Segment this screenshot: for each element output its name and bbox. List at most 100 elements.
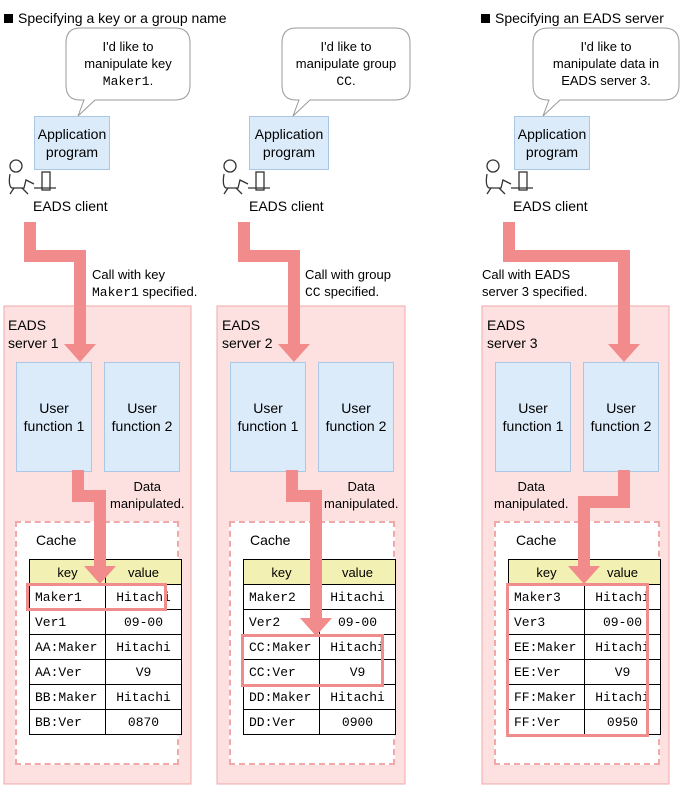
- key-code: Maker1: [92, 285, 139, 300]
- key-cell: Ver1: [29, 609, 106, 635]
- app-label: Application program: [254, 126, 324, 160]
- bubble-line: I'd like to: [580, 39, 632, 54]
- bubble-suffix: .: [149, 73, 154, 88]
- value-cell: Hitachi: [105, 684, 182, 710]
- call-line: Call with EADS: [482, 267, 571, 282]
- bubble-text-1: I'd like to manipulate key Maker1.: [66, 38, 190, 90]
- key-cell: Ver2: [243, 609, 320, 635]
- user-function-label: User function 1: [23, 400, 85, 434]
- data-manipulated-text-3: Data manipulated.: [494, 478, 568, 512]
- group-code: CC: [305, 285, 321, 300]
- key-cell: FF:Maker: [508, 684, 585, 710]
- key-cell: DD:Ver: [243, 709, 320, 735]
- value-cell: Hitachi: [319, 584, 396, 610]
- value-cell: 09-00: [319, 609, 396, 635]
- person-computer-icon-1: [8, 159, 56, 195]
- key-cell: Maker1: [29, 584, 106, 610]
- call-text-3: Call with EADS server 3 specified.: [482, 266, 588, 300]
- bubble-line: EADS server 3.: [561, 73, 651, 88]
- user-function-2-box-server-3: User function 2: [583, 362, 659, 472]
- user-function-1-box-server-3: User function 1: [495, 362, 571, 472]
- highlight-server3-rows: [506, 583, 649, 737]
- cache-label-2: Cache: [250, 532, 291, 548]
- key-code: Maker1: [102, 74, 150, 89]
- key-cell: AA:Ver: [29, 659, 106, 685]
- key-cell: DD:Maker: [243, 684, 320, 710]
- data-manipulated-text-1: Data manipulated.: [110, 478, 184, 512]
- user-function-2-box-server-1: User function 2: [104, 362, 180, 472]
- application-program-box-3: Application program: [514, 116, 590, 170]
- call-text-1: Call with key Maker1 specified.: [92, 266, 197, 301]
- key-cell: Maker3: [508, 584, 585, 610]
- eads-server-label-2: EADS server 2: [222, 317, 273, 351]
- value-cell: Hitachi: [105, 634, 182, 660]
- eads-client-label-1: EADS client: [33, 198, 108, 214]
- eads-client-label-3: EADS client: [513, 198, 588, 214]
- square-bullet-icon: [481, 14, 490, 23]
- key-header: key: [243, 559, 320, 585]
- bubble-line: manipulate key: [84, 56, 172, 71]
- highlight-maker1-row: [26, 583, 167, 611]
- bubble-text-3: I'd like to manipulate data in EADS serv…: [533, 38, 679, 89]
- app-label: Application program: [517, 126, 587, 160]
- user-function-label: User function 2: [111, 400, 173, 434]
- bubble-line: manipulate group: [295, 56, 397, 71]
- heading-key-or-group: Specifying a key or a group name: [4, 10, 227, 26]
- key-cell: Maker2: [243, 584, 320, 610]
- user-function-1-box-server-2: User function 1: [230, 362, 306, 472]
- call-line: Maker1 specified.: [92, 283, 197, 301]
- dm-line: Data: [133, 479, 161, 494]
- cache-label-3: Cache: [516, 532, 557, 548]
- value-cell: Hitachi: [319, 684, 396, 710]
- bubble-line: Maker1.: [66, 72, 190, 90]
- bubble-line: I'd like to: [320, 39, 372, 54]
- bubble-suffix: .: [351, 73, 356, 88]
- user-function-label: User function 1: [502, 400, 564, 434]
- value-cell: 0870: [105, 709, 182, 735]
- eads-client-label-2: EADS client: [249, 198, 324, 214]
- bubble-line: CC.: [282, 72, 410, 90]
- heading-text: Specifying an EADS server: [495, 10, 664, 26]
- group-code: CC: [336, 74, 352, 89]
- key-cell: BB:Maker: [29, 684, 106, 710]
- user-function-label: User function 2: [590, 400, 652, 434]
- app-label: Application program: [37, 126, 107, 160]
- call-suffix: specified.: [320, 284, 380, 299]
- heading-text: Specifying a key or a group name: [18, 10, 227, 26]
- key-header: key: [29, 559, 106, 585]
- application-program-box-1: Application program: [34, 116, 110, 170]
- user-function-label: User function 1: [237, 400, 299, 434]
- bubble-line: I'd like to: [102, 39, 154, 54]
- key-cell: BB:Ver: [29, 709, 106, 735]
- value-cell: V9: [105, 659, 182, 685]
- eads-server-label-3: EADS server 3: [487, 317, 538, 351]
- dm-line: manipulated.: [324, 496, 399, 511]
- user-function-label: User function 2: [325, 400, 387, 434]
- speech-bubble-2: [281, 27, 411, 117]
- call-suffix: specified.: [138, 284, 198, 299]
- value-header: value: [584, 559, 661, 585]
- application-program-box-2: Application program: [249, 116, 329, 170]
- person-computer-icon-2: [222, 159, 270, 195]
- dm-line: manipulated.: [494, 496, 569, 511]
- dm-line: manipulated.: [110, 496, 185, 511]
- call-line: CC specified.: [305, 283, 391, 301]
- value-header: value: [319, 559, 396, 585]
- bubble-text-2: I'd like to manipulate group CC.: [282, 38, 410, 90]
- call-line: server 3 specified.: [482, 284, 588, 299]
- person-computer-icon-3: [485, 159, 533, 195]
